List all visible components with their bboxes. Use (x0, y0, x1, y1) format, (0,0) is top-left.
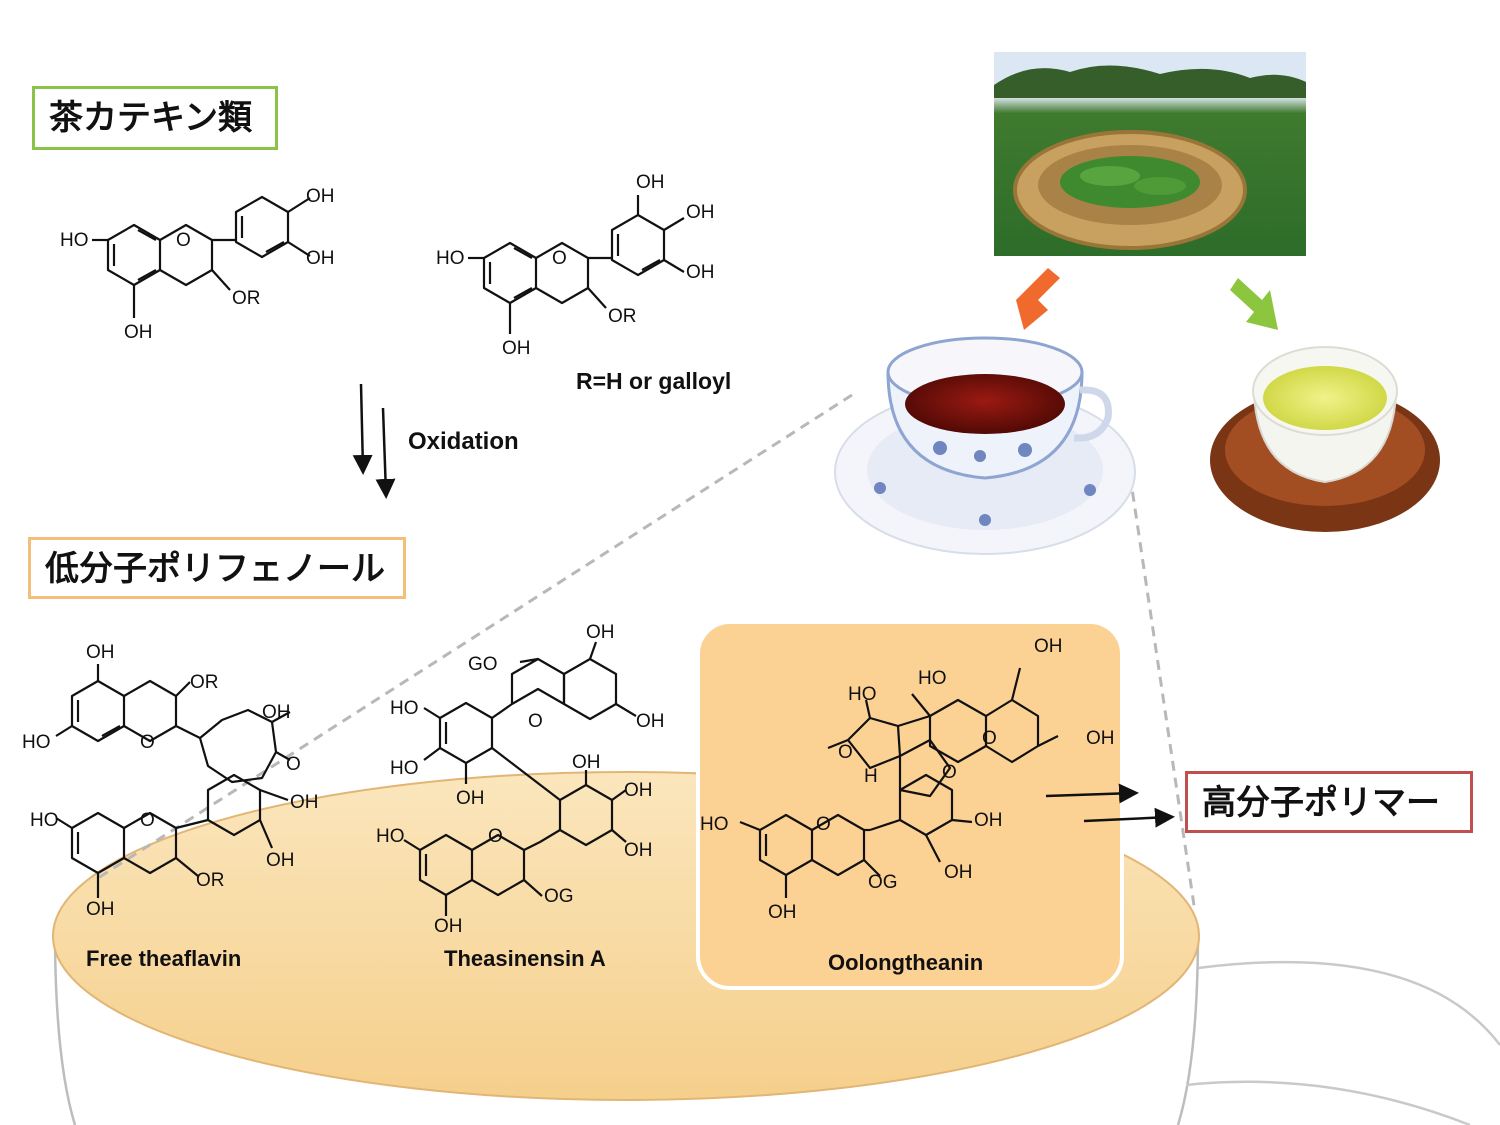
sub-oh: OH (434, 916, 463, 937)
sub-ho: HO (848, 684, 877, 705)
sub-o: O (552, 248, 567, 269)
sub-o: O (488, 826, 503, 847)
sub-oh: OH (266, 850, 295, 871)
sub-o: O (140, 810, 155, 831)
sub-o: O (140, 732, 155, 753)
sub-oh: OH (572, 752, 601, 773)
sub-go: GO (468, 654, 498, 675)
arrow-to-black-tea (1016, 268, 1060, 330)
sub-oh: OH (944, 862, 973, 883)
projection-line-left (94, 393, 853, 882)
compound-name-theasinensin: Theasinensin A (444, 946, 606, 971)
sub-ho: HO (918, 668, 947, 689)
arrow-to-green-tea (1230, 278, 1278, 330)
projection-line-right (1128, 474, 1197, 913)
catechin-structure-2 (468, 195, 685, 334)
sub-oh: OH (686, 202, 715, 223)
sub-oh: OH (502, 338, 531, 359)
sub-oh: OH (306, 248, 335, 269)
sub-oh: OH (306, 186, 335, 207)
polymerization-arrows (1045, 783, 1175, 828)
compound-name-theaflavin: Free theaflavin (86, 946, 242, 971)
sub-ho: HO (22, 732, 51, 753)
sub-ho: HO (436, 248, 465, 269)
sub-og: OG (868, 872, 898, 893)
sub-o: O (982, 728, 997, 749)
sub-oh: OH (290, 792, 319, 813)
tea-catechins-label: 茶カテキン類 (32, 86, 278, 150)
sub-oh: OH (586, 622, 615, 643)
cup-handle-bottom (1185, 1080, 1471, 1125)
r-group-note: R=H or galloyl (576, 368, 732, 394)
sub-oh: OH (262, 702, 291, 723)
oolongtheanin-highlight (696, 620, 1124, 990)
sub-oh: OH (1034, 636, 1063, 657)
sub-ho: HO (376, 826, 405, 847)
substituent-labels: HO OH OH O OR OH HO OH OH OH O OR OH OH … (22, 172, 1115, 937)
sub-oh: OH (636, 172, 665, 193)
sub-ho: HO (390, 758, 419, 779)
high-molecular-polymer-label: 高分子ポリマー (1185, 771, 1473, 833)
sub-o: O (528, 711, 543, 732)
sub-or: OR (608, 306, 637, 327)
sub-ho: HO (390, 698, 419, 719)
sub-ho: HO (700, 814, 729, 835)
sub-og: OG (544, 886, 574, 907)
sub-oh: OH (624, 780, 653, 801)
sub-o: O (176, 230, 191, 251)
sub-or: OR (190, 672, 219, 693)
catechin-structure-1 (92, 195, 311, 318)
sub-o: O (286, 754, 301, 775)
sub-o: O (942, 762, 957, 783)
sub-oh: OH (636, 711, 665, 732)
sub-oh: OH (768, 902, 797, 923)
sub-oh: OH (624, 840, 653, 861)
sub-o: O (838, 742, 853, 763)
sub-or: OR (196, 870, 225, 891)
theasinensin-structure (403, 641, 637, 916)
sub-oh: OH (456, 788, 485, 809)
green-tea-cup-photo (1210, 346, 1440, 532)
sub-o: O (816, 814, 831, 835)
oolongtheanin-structure (739, 667, 1059, 898)
cup-outline-left (53, 929, 77, 1125)
sub-oh: OH (86, 642, 115, 663)
oxidation-label: Oxidation (408, 428, 519, 455)
low-molecular-polyphenol-label: 低分子ポリフェノール (28, 537, 406, 599)
sub-h: H (864, 766, 878, 787)
theaflavin-structure (55, 664, 291, 898)
sub-oh: OH (124, 322, 153, 343)
sub-oh: OH (1086, 728, 1115, 749)
sub-oh: OH (686, 262, 715, 283)
tea-field-photo (994, 52, 1306, 256)
oxidation-arrows (352, 383, 396, 499)
sub-ho: HO (30, 810, 59, 831)
sub-ho: HO (60, 230, 89, 251)
compound-name-oolongtheanin: Oolongtheanin (828, 950, 984, 975)
sub-oh: OH (86, 899, 115, 920)
sub-oh: OH (974, 810, 1003, 831)
cup-outline-right (1176, 929, 1200, 1125)
black-tea-cup-photo (834, 336, 1136, 555)
sub-or: OR (232, 288, 261, 309)
cup-handle-top (1197, 960, 1500, 1046)
